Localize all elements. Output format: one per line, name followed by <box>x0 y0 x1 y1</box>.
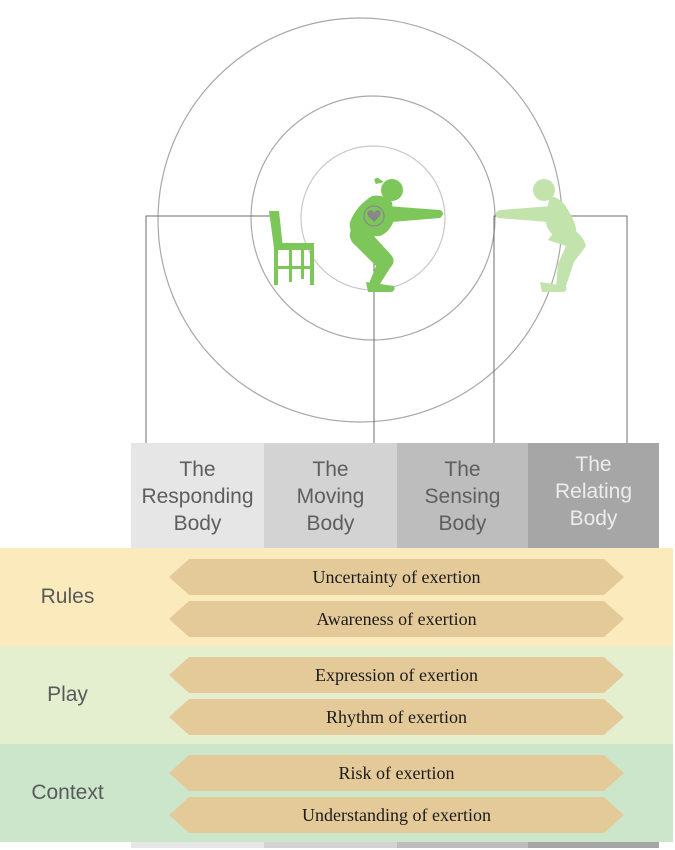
understanding-arrow: Understanding of exertion <box>169 797 624 833</box>
column-relating-body: The Relating Body <box>528 443 659 549</box>
connector-lines <box>145 215 628 443</box>
middle-circle <box>250 95 496 341</box>
play-band: Play Expression of exertion Rhythm of ex… <box>0 646 673 744</box>
uncertainty-arrow: Uncertainty of exertion <box>169 559 624 595</box>
rules-label: Rules <box>40 585 95 608</box>
bottom-strip-sensing <box>397 842 528 848</box>
bottom-strip-relating <box>528 842 659 848</box>
column-moving-body: The Moving Body <box>264 443 397 549</box>
partner-person-icon <box>495 179 586 292</box>
column-sensing-body: The Sensing Body <box>397 443 528 549</box>
connector-responding <box>145 215 278 443</box>
context-label: Context <box>31 781 104 804</box>
bottom-strip-responding <box>131 842 264 848</box>
connector-sensing <box>493 215 500 443</box>
rhythm-arrow: Rhythm of exertion <box>169 699 624 735</box>
risk-arrow: Risk of exertion <box>169 755 624 791</box>
expression-arrow: Expression of exertion <box>169 657 624 693</box>
squatting-person-icon <box>349 178 443 292</box>
connector-relating <box>556 215 628 443</box>
rules-band: Rules Uncertainty of exertion Awareness … <box>0 548 673 646</box>
column-responding-body: The Responding Body <box>131 443 264 549</box>
bottom-strip-moving <box>264 842 397 848</box>
chair-icon <box>269 211 314 285</box>
concentric-circles-illustration <box>145 17 628 443</box>
awareness-arrow: Awareness of exertion <box>169 601 624 637</box>
context-band: Context Risk of exertion Understanding o… <box>0 744 673 842</box>
play-label: Play <box>47 683 88 706</box>
heart-icon <box>363 205 385 227</box>
